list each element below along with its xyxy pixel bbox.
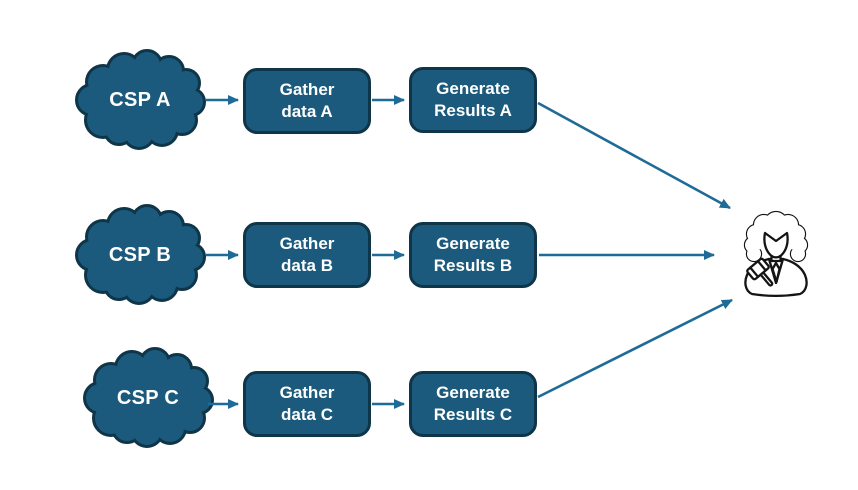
box-label-line: Results C: [433, 405, 513, 424]
arrow-generate-a-to-auditor: [537, 101, 731, 210]
cloud-node-csp-a: CSP A: [109, 88, 171, 111]
box-label-line: Generate: [436, 234, 510, 254]
box-label-line: Generate: [436, 383, 510, 403]
judge-auditor-icon: [743, 210, 809, 298]
box-generate-results-b: Generate Results B: [409, 222, 537, 288]
box-label-line: Results B: [433, 256, 513, 275]
judge-face: [763, 231, 789, 259]
arrow-generate-c-to-auditor: [537, 298, 733, 399]
cloud-node-csp-c: CSP C: [116, 386, 180, 409]
box-gather-data-b: Gather data B: [243, 222, 371, 288]
box-label-line: Gather: [279, 80, 335, 100]
judge-tie: [771, 261, 781, 284]
box-gather-data-a: Gather data A: [243, 68, 371, 134]
box-label-line: Results A: [434, 101, 512, 120]
box-label-line: Generate: [436, 79, 510, 99]
box-label-line: data C: [281, 405, 333, 424]
box-generate-results-c: Generate Results C: [409, 371, 537, 437]
box-generate-results-a: Generate Results A: [409, 67, 537, 133]
box-gather-data-c: Gather data C: [243, 371, 371, 437]
box-label-line: Gather: [279, 234, 335, 254]
box-label-line: data B: [281, 256, 333, 275]
gavel-icon: [746, 257, 774, 287]
box-label-line: data A: [281, 102, 333, 121]
cloud-node-csp-b: CSP B: [108, 243, 172, 266]
box-label-line: Gather: [279, 383, 335, 403]
